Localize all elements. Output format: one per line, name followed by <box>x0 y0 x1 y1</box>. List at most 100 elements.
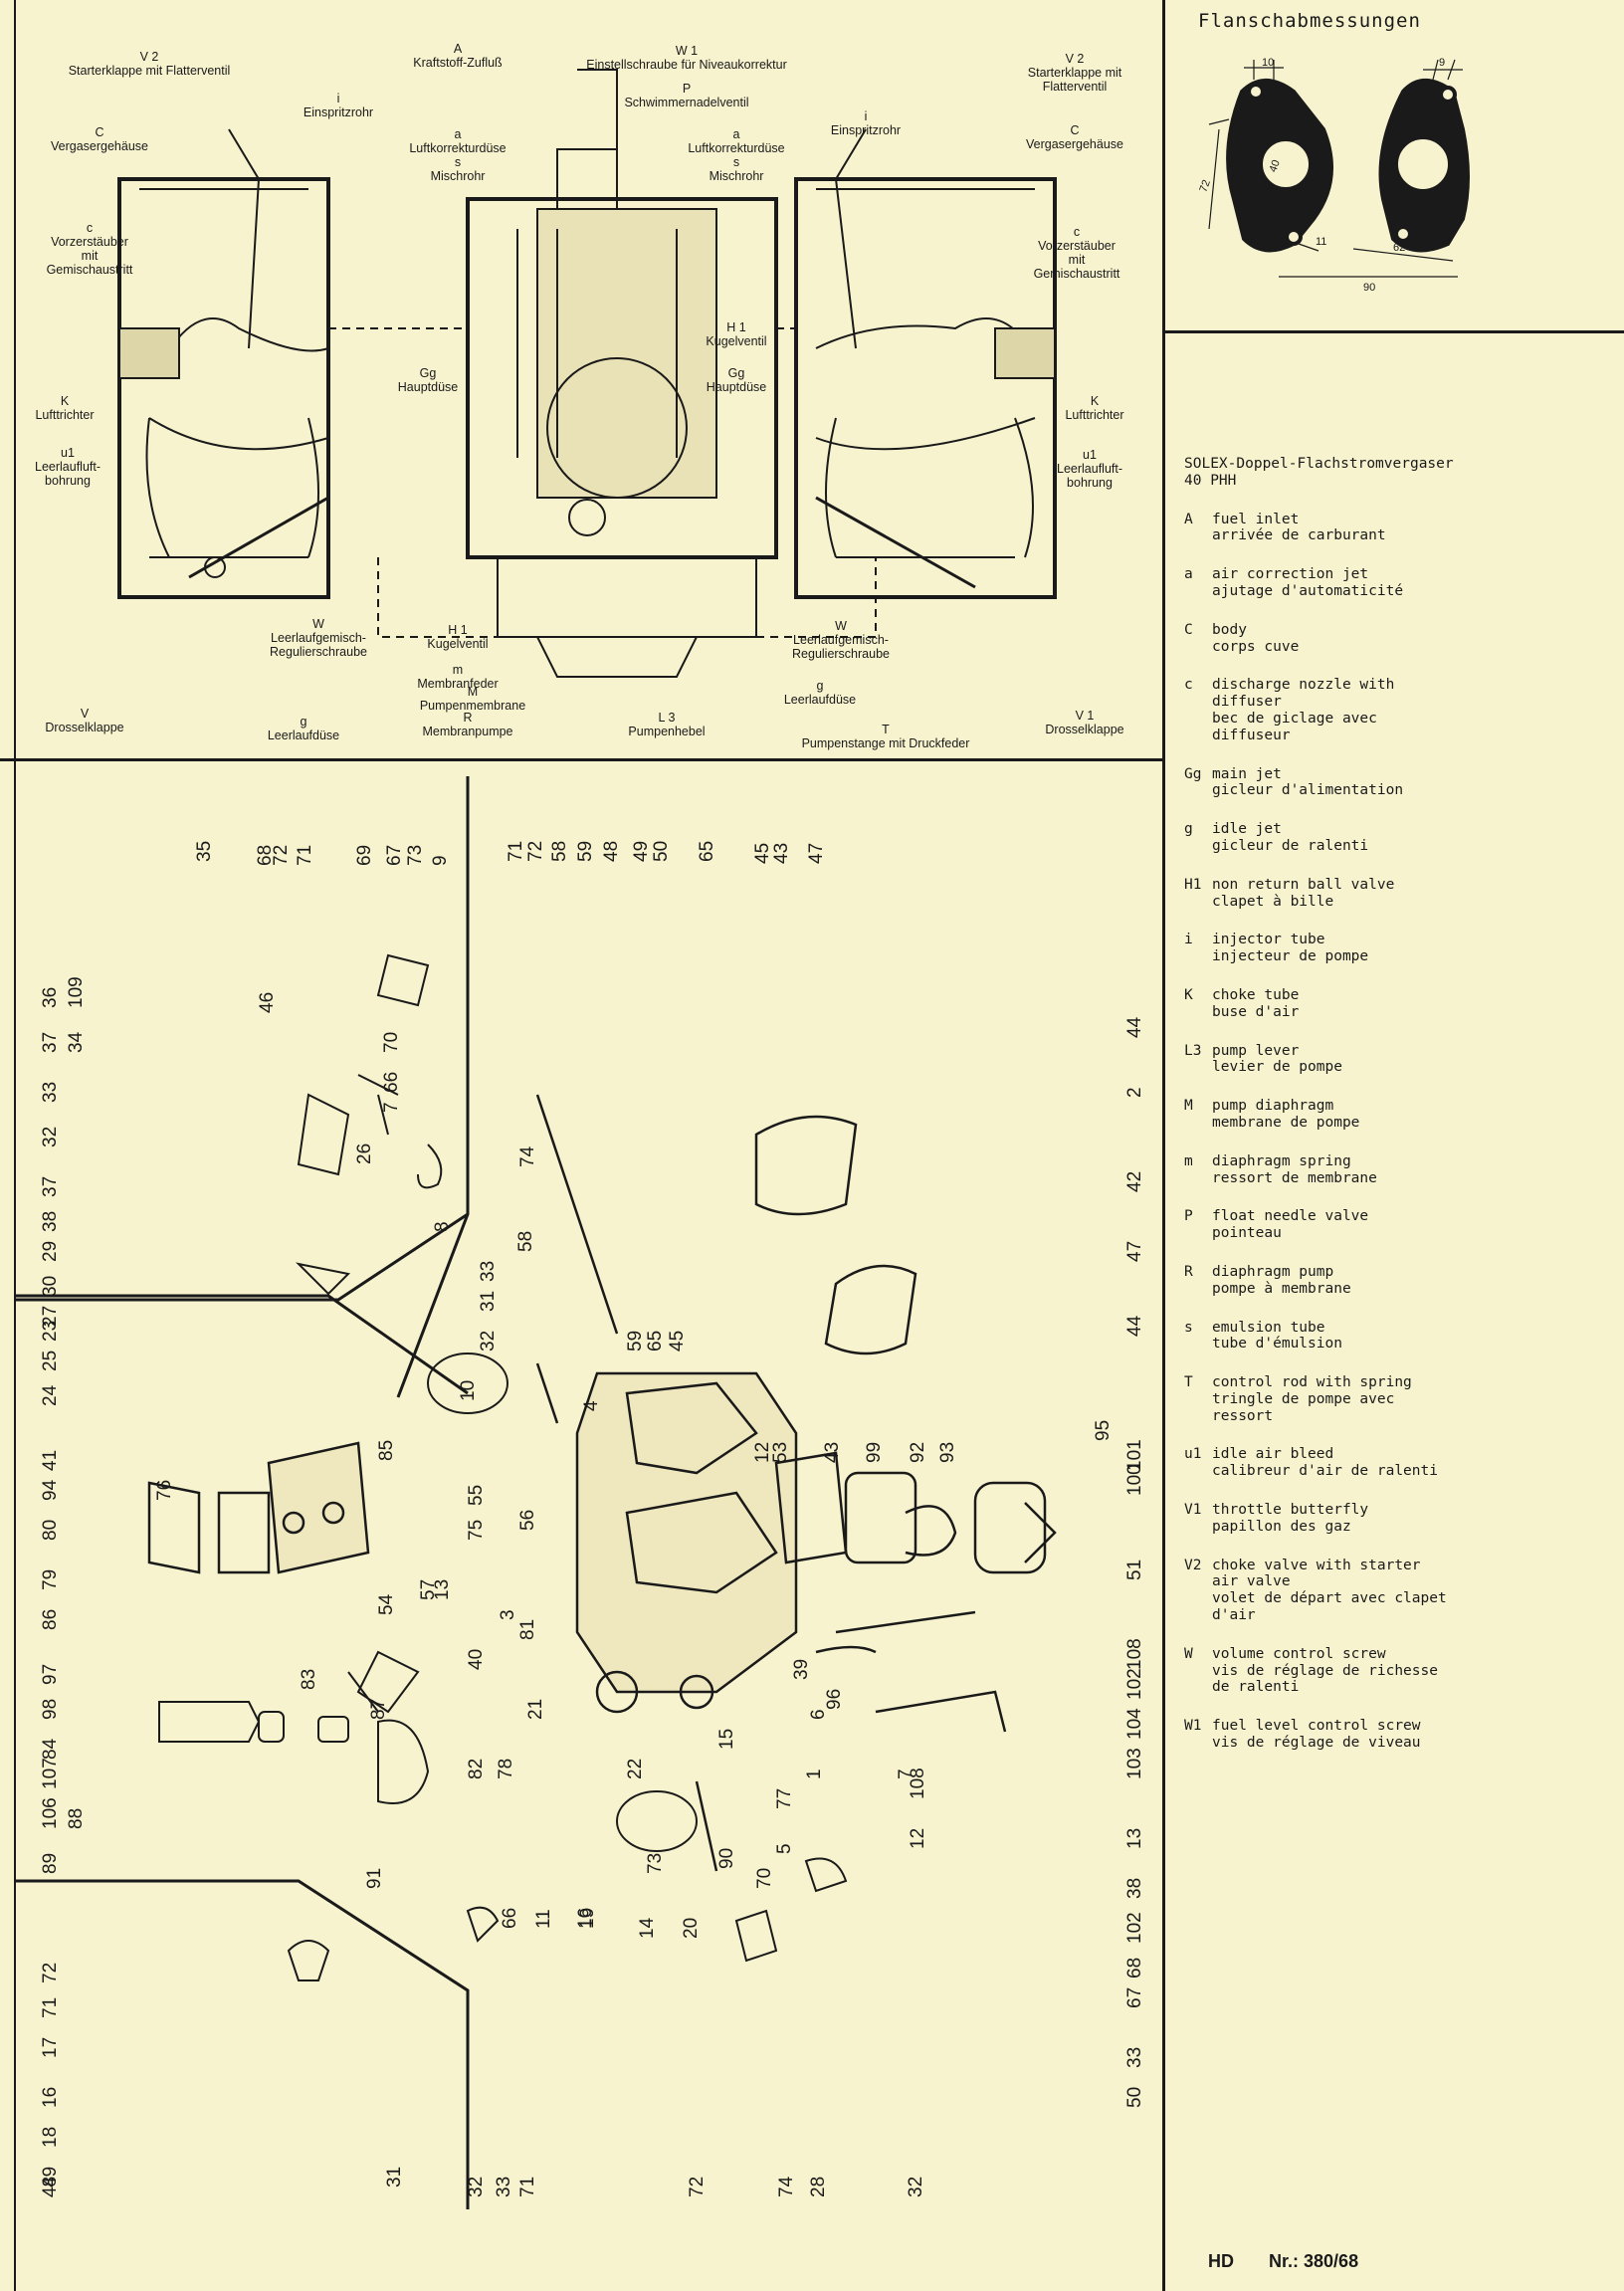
section-label-line: K <box>60 394 70 408</box>
part-number: 30 <box>40 1275 61 1297</box>
section-label-line: u1 <box>61 446 75 460</box>
part-number: 13 <box>432 1578 453 1600</box>
part-number: 19 <box>577 1907 598 1929</box>
part-number: 86 <box>40 1608 61 1630</box>
exploded-small-levers <box>287 953 848 1981</box>
legend-text-line: throttle butterfly <box>1212 1502 1369 1519</box>
legend-code: A <box>1184 511 1193 527</box>
part-number: 97 <box>40 1663 61 1685</box>
flange-dimension-label: 62 <box>1393 242 1406 254</box>
section-label-line: Lufttrichter <box>35 408 95 422</box>
section-label-line: m <box>452 663 464 677</box>
section-label-line: s <box>732 155 740 169</box>
part-number: 108 <box>908 1768 928 1799</box>
part-number: 33 <box>1124 2046 1145 2068</box>
legend-code: M <box>1184 1098 1193 1115</box>
section-label-line: A <box>453 42 463 56</box>
frame-horizontal-divider-right <box>1165 330 1624 333</box>
part-number: 91 <box>364 1867 385 1889</box>
part-number: 13 <box>1124 1827 1145 1849</box>
legend-text-line: corps cuve <box>1212 638 1300 655</box>
part-number: 33 <box>478 1260 499 1282</box>
section-label-line: s <box>454 155 462 169</box>
part-number: 40 <box>466 1648 487 1670</box>
part-number: 58 <box>515 1230 536 1252</box>
legend-text-line: d'air <box>1212 1607 1256 1624</box>
part-number: 71 <box>295 844 315 866</box>
section-label-line: Kraftstoff-Zufluß <box>413 56 503 70</box>
section-label-line: Gemischaustritt <box>46 263 133 277</box>
part-number: 72 <box>525 840 546 862</box>
legend-code: L3 <box>1184 1042 1202 1059</box>
section-label-line: M <box>467 685 479 699</box>
legend-text-line: air valve <box>1212 1573 1291 1590</box>
section-label-line: Leerlaufdüse <box>267 729 340 742</box>
part-number: 59 <box>575 840 596 862</box>
carburetor-section-center <box>466 69 778 678</box>
legend-text-line: injector tube <box>1212 932 1325 948</box>
flange-dimension-label: 9 <box>1439 57 1446 69</box>
part-number: 48 <box>601 840 622 862</box>
section-label-line: Kugelventil <box>427 637 489 651</box>
part-number: 90 <box>716 1847 737 1869</box>
section-label-line: Kugelventil <box>706 334 767 348</box>
section-label-line: W <box>835 619 847 633</box>
part-number: 79 <box>40 1568 61 1590</box>
legend-text-line: pompe à membrane <box>1212 1280 1351 1297</box>
legend-code: s <box>1184 1319 1193 1336</box>
legend-text-line: vis de réglage de richesse <box>1212 1662 1438 1679</box>
section-label-line: Starterklappe mit Flatterventil <box>68 64 231 78</box>
part-number: 75 <box>466 1519 487 1541</box>
part-number: 106 <box>40 1797 61 1829</box>
part-number: 87 <box>368 1698 389 1720</box>
part-number: 43 <box>771 842 792 864</box>
part-number: 96 <box>824 1688 845 1710</box>
exploded-throttle-plates <box>347 1353 698 1852</box>
legend-text-line: fuel level control screw <box>1212 1718 1421 1735</box>
section-label-line: mit <box>1068 253 1086 267</box>
section-label-line: i <box>864 109 868 123</box>
legend-text-line: volet de départ avec clapet <box>1212 1590 1447 1607</box>
legend-text-line: buse d'air <box>1212 1003 1300 1020</box>
flange-sketch-right <box>1378 79 1470 253</box>
section-label-line: Mischrohr <box>430 169 486 183</box>
part-number: 50 <box>651 840 672 862</box>
section-label-line: Regulierschraube <box>792 647 890 661</box>
part-number: 4 <box>581 1400 602 1411</box>
legend-text-line: tube d'émulsion <box>1212 1336 1342 1353</box>
legend-text-line: pump lever <box>1212 1042 1300 1059</box>
part-number: 83 <box>299 1668 319 1690</box>
part-number: 49 <box>631 840 652 862</box>
part-number: 36 <box>40 986 61 1008</box>
frame-left-border <box>14 0 16 2291</box>
part-number: 23 <box>40 1320 61 1342</box>
legend-text-line: body <box>1212 621 1247 638</box>
part-number: 37 <box>40 1031 61 1053</box>
part-number: 2 <box>1124 1087 1145 1098</box>
legend-code: P <box>1184 1208 1193 1225</box>
